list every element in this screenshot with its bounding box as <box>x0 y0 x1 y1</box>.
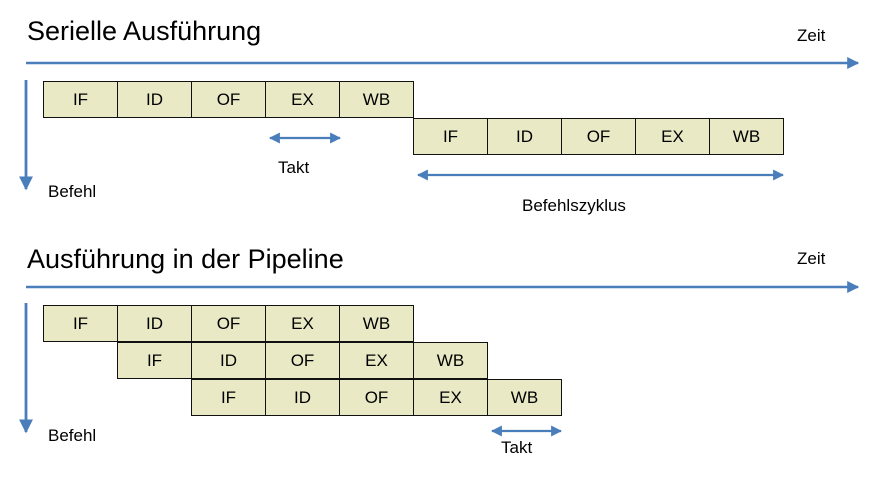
stage-box: EX <box>635 118 710 155</box>
stage-box: EX <box>265 305 340 342</box>
stage-box: EX <box>265 81 340 118</box>
stage-box: OF <box>561 118 636 155</box>
stage-box: OF <box>339 379 414 416</box>
time-axis-label-pipeline: Zeit <box>797 249 826 268</box>
section-title-serial: Serielle Ausführung <box>27 16 262 46</box>
befehlszyklus-label: Befehlszyklus <box>522 196 626 215</box>
instruction-axis-label-pipeline: Befehl <box>48 426 97 445</box>
stage-box: WB <box>709 118 784 155</box>
stage-box: EX <box>339 342 414 379</box>
stage-box: IF <box>43 305 118 342</box>
time-axis-label-serial: Zeit <box>797 26 826 45</box>
stage-box: IF <box>117 342 192 379</box>
stage-box: IF <box>191 379 266 416</box>
stage-box: IF <box>413 118 488 155</box>
stage-box: OF <box>191 81 266 118</box>
stage-box: OF <box>265 342 340 379</box>
stage-box: EX <box>413 379 488 416</box>
stage-box: ID <box>265 379 340 416</box>
stage-box: WB <box>413 342 488 379</box>
stage-box: IF <box>43 81 118 118</box>
stage-box: WB <box>339 305 414 342</box>
stage-box: ID <box>117 305 192 342</box>
stage-box: OF <box>191 305 266 342</box>
stage-box: ID <box>117 81 192 118</box>
stage-box: ID <box>191 342 266 379</box>
section-title-pipeline: Ausführung in der Pipeline <box>27 244 344 274</box>
takt-label-pipeline: Takt <box>501 438 533 457</box>
stage-box: WB <box>339 81 414 118</box>
stage-box: ID <box>487 118 562 155</box>
takt-label-serial: Takt <box>278 158 310 177</box>
instruction-axis-label-serial: Befehl <box>48 182 97 201</box>
stage-box: WB <box>487 379 562 416</box>
